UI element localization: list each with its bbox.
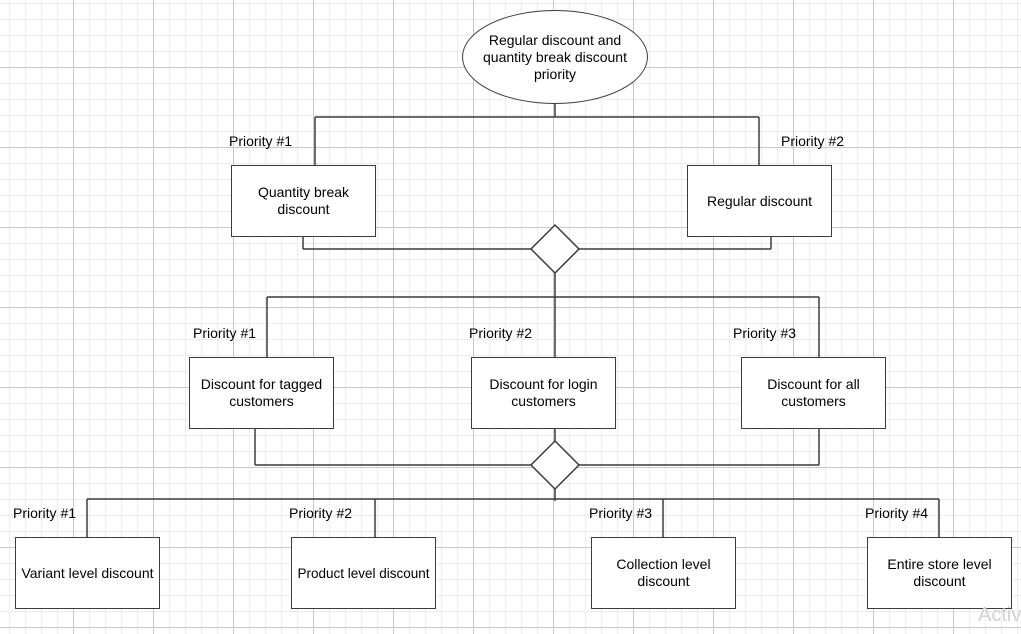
quantity-break-discount-box[interactable]: Quantity break discount [231,165,376,237]
collection-level-discount-box[interactable]: Collection level discount [591,537,736,609]
priority-label-quantity-break: Priority #1 [229,133,293,149]
quantity-break-discount-label: Quantity break discount [257,184,350,217]
priority-label-all-customers: Priority #3 [733,325,797,341]
regular-discount-label: Regular discount [706,192,813,209]
entire-store-level-discount-label: Entire store level discount [887,556,992,589]
decision-diamond-1 [529,223,581,275]
priority-label-entire-store-level: Priority #4 [865,505,929,521]
collection-level-discount-label: Collection level discount [616,556,711,589]
priority-label-variant-level: Priority #1 [13,505,77,521]
variant-level-discount-box[interactable]: Variant level discount [15,537,160,609]
priority-label-tagged-customers: Priority #1 [193,325,257,341]
variant-level-discount-label: Variant level discount [21,564,154,581]
root-label: Regular discount and quantity break disc… [483,31,627,82]
product-level-discount-box[interactable]: Product level discount [291,537,436,609]
priority-label-product-level: Priority #2 [289,505,353,521]
priority-label-regular-discount: Priority #2 [781,133,845,149]
tagged-customers-discount-label: Discount for tagged customers [200,376,323,409]
activation-watermark: Activ [978,604,1021,626]
product-level-discount-label: Product level discount [297,565,430,581]
entire-store-level-discount-box[interactable]: Entire store level discount [867,537,1012,609]
root-ellipse[interactable]: Regular discount and quantity break disc… [462,10,648,104]
login-customers-discount-label: Discount for login customers [489,376,598,409]
regular-discount-box[interactable]: Regular discount [687,165,832,237]
priority-label-collection-level: Priority #3 [589,505,653,521]
decision-diamond-2 [529,439,581,491]
tagged-customers-discount-box[interactable]: Discount for tagged customers [189,357,334,429]
all-customers-discount-label: Discount for all customers [767,376,860,409]
all-customers-discount-box[interactable]: Discount for all customers [741,357,886,429]
login-customers-discount-box[interactable]: Discount for login customers [471,357,616,429]
priority-label-login-customers: Priority #2 [469,325,533,341]
